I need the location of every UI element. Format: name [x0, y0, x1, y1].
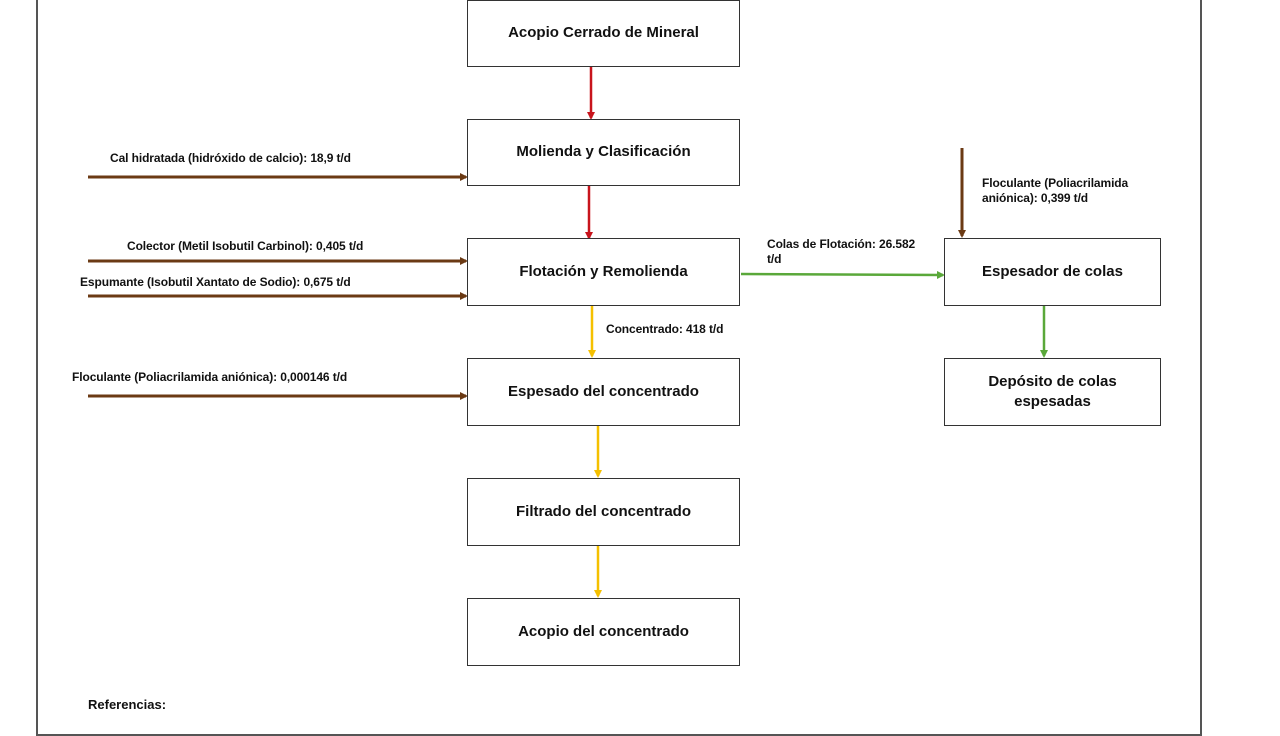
- label-floculante-colas: Floculante (Poliacrilamida aniónica): 0,…: [982, 176, 1129, 205]
- box-flotacion-remolienda: Flotación y Remolienda: [467, 238, 740, 306]
- tailings-arrow-flotacion-espesador: [740, 270, 945, 279]
- label-colas-flotacion: Colas de Flotación: 26.582 t/d: [767, 237, 916, 266]
- label-concentrado: Concentrado: 418 t/d: [606, 322, 724, 336]
- flow-arrows: [88, 0, 1048, 598]
- box-acopio-cerrado-mineral: Acopio Cerrado de Mineral: [467, 0, 740, 67]
- box-acopio-concentrado: Acopio del concentrado: [467, 598, 740, 666]
- box-espesado-concentrado: Espesado del concentrado: [467, 358, 740, 426]
- box-deposito-colas: Depósito de colas espesadas: [944, 358, 1161, 426]
- label-cal-hidratada: Cal hidratada (hidróxido de calcio): 18,…: [110, 151, 351, 165]
- box-filtrado-concentrado: Filtrado del concentrado: [467, 478, 740, 546]
- label-colector: Colector (Metil Isobutil Carbinol): 0,40…: [127, 239, 364, 253]
- references-title: Referencias:: [88, 697, 167, 712]
- label-espumante: Espumante (Isobutil Xantato de Sodio): 0…: [80, 275, 351, 289]
- box-espesador-colas: Espesador de colas: [944, 238, 1161, 306]
- label-floculante-concentrado: Floculante (Poliacrilamida aniónica): 0,…: [72, 370, 348, 384]
- box-molienda-clasificacion: Molienda y Clasificación: [467, 119, 740, 186]
